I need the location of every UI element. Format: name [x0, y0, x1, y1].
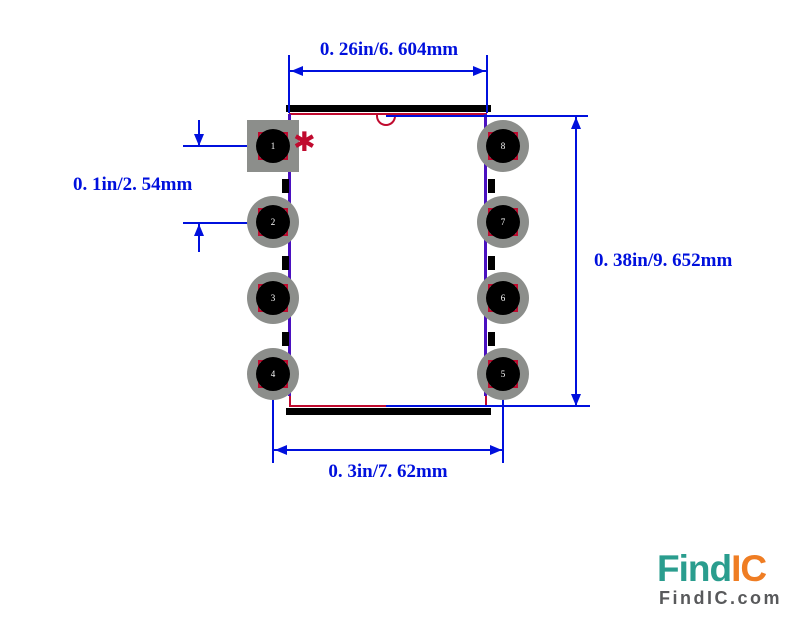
pad-3: 3	[247, 272, 299, 324]
left-dim-label: 0. 1in/2. 54mm	[73, 174, 193, 195]
pad-drill-hole: 7	[486, 205, 520, 239]
pad-drill-hole: 2	[256, 205, 290, 239]
top-dim-line	[290, 70, 486, 72]
pin1-marker-asterisk: ✱	[293, 127, 316, 158]
package-courtyard-outline	[289, 113, 487, 407]
pad-drill-hole: 3	[256, 281, 290, 315]
body-outline-dash	[488, 332, 495, 346]
findic-logo-wordmark: FindIC	[657, 550, 797, 587]
top-dim-arrow-left	[291, 66, 303, 76]
logo-text-ic: IC	[731, 548, 767, 589]
body-outline-dash	[488, 179, 495, 193]
pad-6: 6	[477, 272, 529, 324]
left-dim-arrow-down	[194, 134, 204, 146]
right-dim-arrow-up	[571, 117, 581, 129]
bottom-dim-ext-right	[502, 374, 504, 463]
body-outline-dash	[282, 332, 289, 346]
body-outline-dash	[282, 256, 289, 270]
top-dim-ext-right	[486, 55, 488, 113]
pad-2: 2	[247, 196, 299, 248]
pad-drill-hole: 6	[486, 281, 520, 315]
pad-8: 8	[477, 120, 529, 172]
left-dim-ext-pin2	[183, 222, 274, 224]
bottom-dim-label: 0. 3in/7. 62mm	[328, 461, 448, 482]
body-outline-dash	[488, 256, 495, 270]
bottom-dim-line	[274, 449, 503, 451]
right-dim-ext-bottom	[386, 405, 590, 407]
right-dim-label: 0. 38in/9. 652mm	[594, 250, 733, 271]
findic-logo: FindIC FindIC.com	[657, 550, 797, 608]
top-dim-ext-left	[288, 55, 290, 113]
pad-drill-hole: 4	[256, 357, 290, 391]
package-left-edge	[288, 114, 291, 396]
pad-5: 5	[477, 348, 529, 400]
right-dim-ext-top	[386, 115, 588, 117]
bottom-dim-arrow-left	[275, 445, 287, 455]
pad-7: 7	[477, 196, 529, 248]
right-dim-line	[575, 117, 577, 405]
pad-drill-hole: 1	[256, 129, 290, 163]
left-dim-ext-pin1	[183, 145, 274, 147]
top-dim-arrow-right	[473, 66, 485, 76]
pad-drill-hole: 5	[486, 357, 520, 391]
left-dim-line-upper	[198, 120, 200, 145]
package-top-edge	[286, 105, 491, 112]
bottom-dim-ext-left	[272, 374, 274, 463]
left-dim-arrow-up	[194, 224, 204, 236]
pad-4: 4	[247, 348, 299, 400]
package-bottom-edge	[286, 408, 491, 415]
bottom-dim-arrow-right	[490, 445, 502, 455]
right-dim-arrow-down	[571, 394, 581, 406]
body-outline-dash	[282, 179, 289, 193]
pad-1: 1	[247, 120, 299, 172]
pad-drill-hole: 8	[486, 129, 520, 163]
logo-text-find: Find	[657, 548, 732, 589]
left-dim-line-lower	[198, 224, 200, 252]
top-dim-label: 0. 26in/6. 604mm	[319, 39, 459, 60]
package-right-edge	[484, 114, 487, 396]
findic-logo-domain: FindIC.com	[659, 588, 782, 608]
